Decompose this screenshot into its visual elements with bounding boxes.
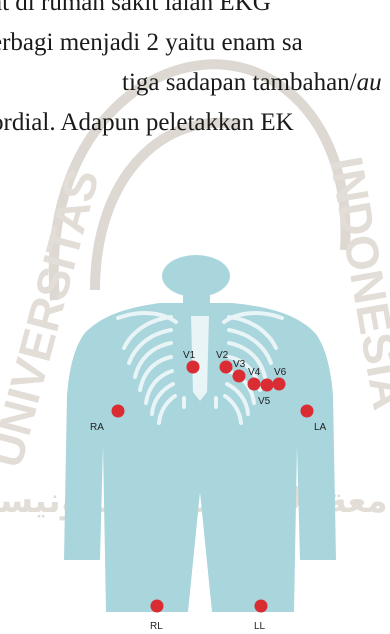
electrode-ll	[255, 600, 268, 613]
label-v6: V6	[274, 367, 287, 378]
label-v3: V3	[233, 359, 246, 370]
electrode-ra	[112, 405, 125, 418]
electrode-v1	[187, 361, 200, 374]
electrode-la	[301, 405, 314, 418]
electrode-rl	[151, 600, 164, 613]
human-body-silhouette	[64, 255, 336, 612]
label-rl: RL	[150, 621, 163, 632]
electrode-v3	[233, 370, 246, 383]
label-v5: V5	[258, 396, 271, 407]
label-v2: V2	[216, 350, 229, 361]
label-ra: RA	[90, 422, 104, 433]
electrode-v5	[261, 379, 274, 392]
label-v1: V1	[183, 350, 196, 361]
electrode-v4	[248, 378, 261, 391]
electrode-v6	[273, 378, 286, 391]
label-v4: V4	[248, 367, 261, 378]
electrode-v2	[220, 361, 233, 374]
label-la: LA	[314, 422, 327, 433]
label-ll: LL	[254, 621, 266, 632]
